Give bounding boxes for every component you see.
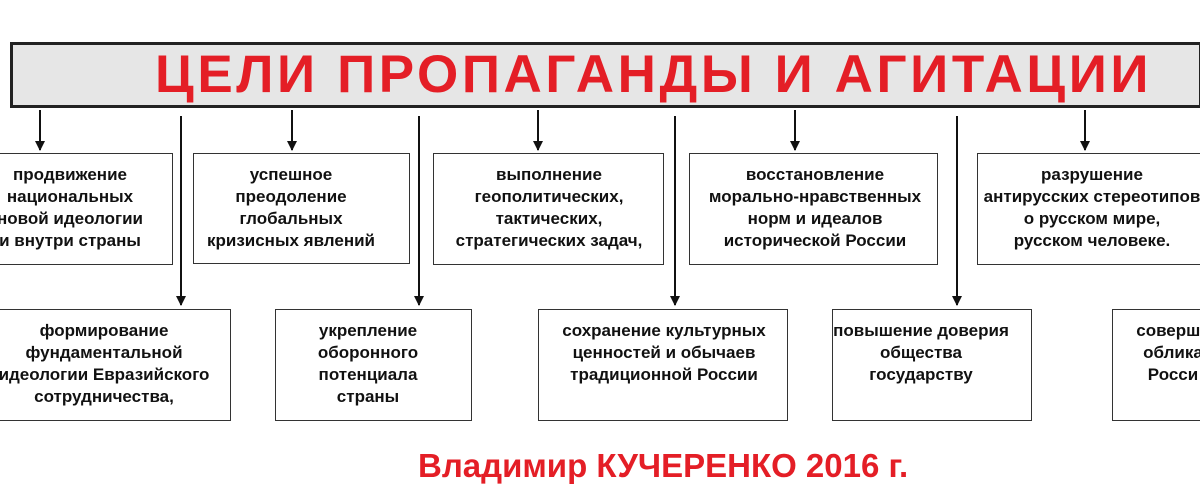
goal-line: формирование bbox=[39, 321, 169, 340]
goal-box-top-5: разрушение антирусских стереотипов о русск… bbox=[977, 153, 1200, 265]
goal-text: укрепление оборонного потенциала страны bbox=[276, 320, 471, 408]
goal-line: соверше bbox=[1136, 321, 1200, 340]
goal-line: успешное bbox=[249, 165, 333, 184]
goal-line: страны bbox=[336, 387, 400, 406]
goal-text: формирование фундаментальной идеологии Евр… bbox=[0, 320, 230, 408]
goal-text: сохранение культурных ценностей и обычаев… bbox=[539, 320, 787, 386]
goal-box-top-1: продвижение национальных новой идеологии и … bbox=[0, 153, 173, 265]
goal-line: глобальных bbox=[239, 209, 343, 228]
goal-text: выполнение геополитических, тактических, ст… bbox=[434, 164, 663, 252]
goal-line: морально-нравственных bbox=[708, 187, 922, 206]
goal-line: национальных bbox=[6, 187, 134, 206]
goal-line: сотрудничества, bbox=[34, 387, 174, 406]
goal-line: общества bbox=[880, 343, 962, 362]
goal-line: геополитических, bbox=[474, 187, 624, 206]
goal-line: русском человеке. bbox=[1013, 231, 1171, 250]
goal-line: продвижение bbox=[13, 165, 127, 184]
goal-line: идеологии Евразийского bbox=[0, 365, 210, 384]
goal-box-top-2: успешное преодоление глобальных кризисных я… bbox=[193, 153, 410, 264]
goal-text: успешное преодоление глобальных кризисных я… bbox=[194, 164, 409, 252]
goal-line: фундаментальной bbox=[25, 343, 183, 362]
goal-line: сохранение культурных bbox=[562, 321, 766, 340]
goal-line: тактических, bbox=[495, 209, 603, 228]
goal-line: о русском мире, bbox=[1023, 209, 1161, 228]
goal-text: повышение доверия общества государству bbox=[833, 320, 1031, 386]
goal-text: разрушение антирусских стереотипов о русск… bbox=[978, 164, 1200, 252]
goal-line: антирусских стереотипов bbox=[983, 187, 1200, 206]
author-caption: Владимир КУЧЕРЕНКО 2016 г. bbox=[418, 447, 909, 484]
diagram-title: ЦЕЛИ ПРОПАГАНДЫ И АГИТАЦИИ bbox=[155, 45, 1153, 104]
goal-box-bottom-4: повышение доверия общества государству bbox=[832, 309, 1032, 421]
goal-line: новой идеологии bbox=[0, 209, 144, 228]
goal-line: стратегических задач, bbox=[455, 231, 643, 250]
goal-line: восстановление bbox=[745, 165, 885, 184]
goal-line: оборонного bbox=[317, 343, 419, 362]
goal-box-bottom-1: формирование фундаментальной идеологии Евр… bbox=[0, 309, 231, 421]
goal-line: и внутри страны bbox=[0, 231, 141, 250]
goal-line: государству bbox=[869, 365, 973, 384]
goal-line: повышение доверия bbox=[833, 321, 1009, 340]
goal-box-bottom-2: укрепление оборонного потенциала страны bbox=[275, 309, 472, 421]
goal-line: норм и идеалов bbox=[747, 209, 883, 228]
goal-text: восстановление морально-нравственных норм … bbox=[690, 164, 937, 252]
goal-box-top-3: выполнение геополитических, тактических, ст… bbox=[433, 153, 664, 265]
goal-line: кризисных явлений bbox=[206, 231, 375, 250]
goal-line: выполнение bbox=[496, 165, 602, 184]
goal-text: продвижение национальных новой идеологии и … bbox=[0, 164, 172, 252]
goal-box-bottom-3: сохранение культурных ценностей и обычаев… bbox=[538, 309, 788, 421]
goal-box-top-4: восстановление морально-нравственных норм … bbox=[689, 153, 938, 265]
goal-line: потенциала bbox=[318, 365, 418, 384]
goal-line: исторической России bbox=[723, 231, 907, 250]
goal-line: облика bbox=[1143, 343, 1200, 362]
goal-line: разрушение bbox=[1041, 165, 1143, 184]
goal-line: Росси bbox=[1147, 365, 1199, 384]
goal-line: традиционной России bbox=[570, 365, 758, 384]
goal-line: укрепление bbox=[318, 321, 418, 340]
goal-line: ценностей и обычаев bbox=[572, 343, 756, 362]
goal-line: преодоление bbox=[235, 187, 347, 206]
